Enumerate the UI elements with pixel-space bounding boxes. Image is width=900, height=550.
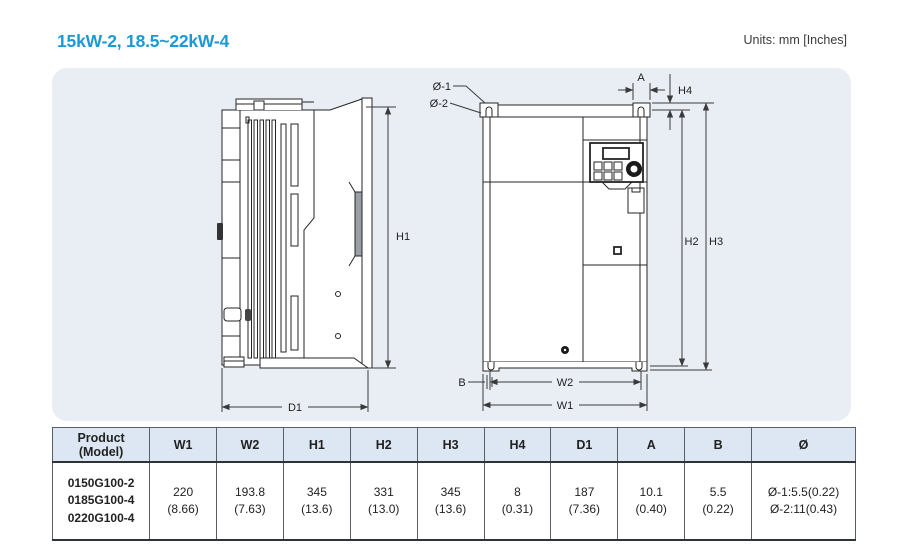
table-header-cell: H1 [282, 427, 351, 463]
model-name: 0220G100-4 [67, 510, 135, 525]
dim-label-hole2: Ø-2 [430, 98, 448, 110]
table-cell-w2: 193.8(7.63) [216, 461, 284, 541]
dimensions-table: Product (Model) W1 W2 H1 H2 H3 H4 D1 A B… [51, 427, 856, 541]
table-header-cell: H2 [349, 427, 418, 463]
table-cell-h3: 345(13.6) [416, 461, 485, 541]
table-header-cell: W1 [149, 427, 218, 463]
dim-w2: W2 [489, 371, 642, 390]
table-header-cell: D1 [550, 427, 619, 463]
table-cell-a: 10.1(0.40) [617, 461, 686, 541]
table-header-cell: H4 [483, 427, 552, 463]
dim-a: A [618, 72, 665, 100]
cover-latch [613, 246, 622, 255]
drawing-panel: H1 D1 [52, 68, 851, 421]
table-header-cell: A [617, 427, 686, 463]
dim-label-d1: D1 [288, 402, 302, 414]
side-view-drawing: H1 D1 [217, 97, 410, 414]
front-view-drawing: Ø-1 Ø-2 A H4 H2 H3 [430, 72, 723, 412]
dim-h4: H4 [652, 74, 714, 130]
dim-w1: W1 [482, 374, 648, 412]
mount-keyhole-bottom-right [635, 362, 643, 371]
table-cell-h2: 331(13.0) [349, 461, 418, 541]
page-title: 15kW-2, 18.5~22kW-4 [57, 31, 230, 51]
dim-label-b: B [458, 377, 465, 389]
table-header-cell: B [684, 427, 753, 463]
dim-hole-callouts: Ø-1 Ø-2 [430, 81, 486, 114]
units-label: Units: mm [Inches] [743, 33, 848, 47]
keypad [589, 142, 644, 190]
dim-h2-h3: H2 H3 [650, 102, 723, 371]
table-header-cell: Ø [751, 427, 856, 463]
table-header-row: Product (Model) W1 W2 H1 H2 H3 H4 D1 A B… [51, 427, 856, 463]
table-cell-h4: 8(0.31) [483, 461, 552, 541]
mount-keyhole-top-left [485, 106, 493, 117]
keypad-display [602, 147, 630, 160]
mount-keyhole-top-right [637, 106, 645, 117]
table-cell-b: 5.5(0.22) [684, 461, 753, 541]
dim-label-hole1: Ø-1 [433, 81, 451, 93]
table-cell-d1: 187(7.36) [550, 461, 619, 541]
model-name: 0185G100-4 [67, 493, 135, 508]
dim-label-h4: H4 [678, 85, 692, 97]
dim-h1: H1 [366, 106, 410, 369]
dim-label-h2: H2 [685, 236, 699, 248]
table-header-cell: H3 [416, 427, 485, 463]
dim-label-w1: W1 [557, 400, 574, 412]
mount-keyhole-bottom-left [487, 362, 495, 371]
dim-d1: D1 [221, 368, 369, 414]
table-cell-w1: 220(8.66) [149, 461, 218, 541]
dim-label-h1: H1 [396, 231, 410, 243]
keypad-buttons [593, 161, 623, 181]
table-row: 0150G100-2 0185G100-4 0220G100-4 220(8.6… [51, 461, 856, 541]
dim-label-a: A [637, 72, 645, 84]
model-cell: 0150G100-2 0185G100-4 0220G100-4 [51, 461, 151, 541]
dim-label-h3: H3 [709, 236, 723, 248]
table-header-cell: W2 [216, 427, 284, 463]
table-cell-dia: Ø-1:5.5(0.22)Ø-2:11(0.43) [751, 461, 856, 541]
table-header-cell: Product (Model) [51, 427, 151, 463]
model-name: 0150G100-2 [67, 475, 135, 490]
table-cell-h1: 345(13.6) [282, 461, 351, 541]
dimension-drawing: H1 D1 [217, 72, 723, 414]
dim-label-w2: W2 [557, 377, 574, 389]
